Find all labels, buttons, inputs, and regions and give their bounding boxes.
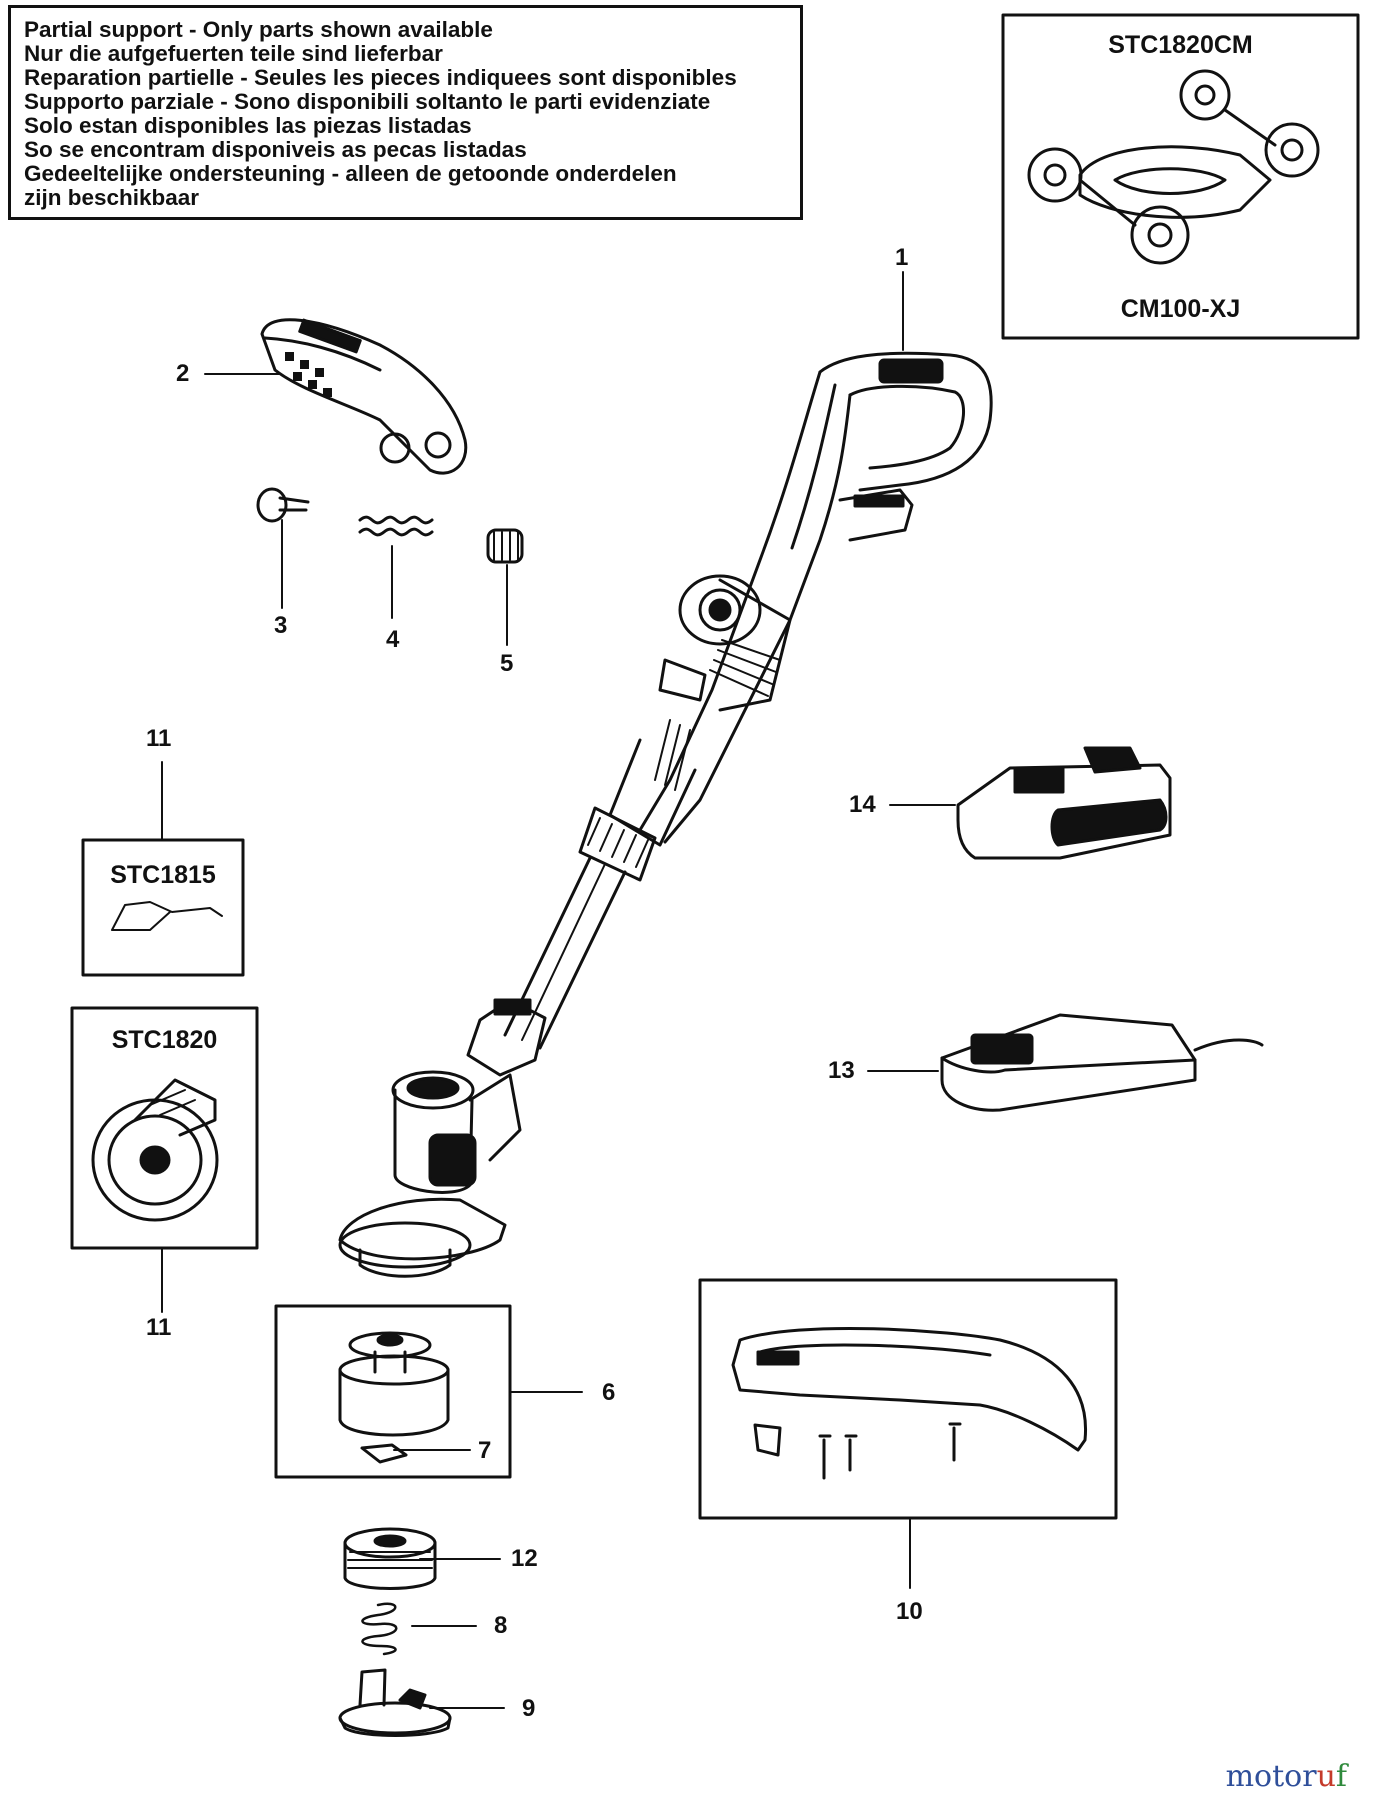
- trimmer-body-drawing: [338, 351, 993, 1278]
- mower-model-label: STC1820CM: [1108, 31, 1253, 59]
- notice-line-5: Solo estan disponibles las piezas listad…: [24, 113, 472, 138]
- notice-line-7: Gedeeltelijke ondersteuning - alleen de …: [24, 161, 677, 186]
- watermark-logo: motoruf: [1225, 1759, 1347, 1794]
- mower-accessory-box: [1001, 13, 1360, 340]
- stc1815-label: STC1815: [110, 861, 216, 889]
- callout-1: 1: [895, 244, 909, 271]
- notice-line-4: Supporto parziale - Sono disponibili sol…: [24, 89, 711, 114]
- auxiliary-handle-drawing: [260, 318, 468, 475]
- notice-line-3: Reparation partielle - Seules les pieces…: [24, 65, 737, 90]
- stc1820-box: [70, 1006, 259, 1250]
- callout-7: 7: [478, 1437, 492, 1464]
- mower-accessory-label: CM100-XJ: [1120, 295, 1241, 323]
- callout-6: 6: [602, 1379, 616, 1406]
- callout-12: 12: [511, 1545, 538, 1572]
- leader-lines: [161, 271, 956, 1709]
- spring-drawing: [361, 1602, 398, 1656]
- notice-line-2: Nur die aufgefuerten teile sind lieferba…: [24, 41, 443, 66]
- callout-10: 10: [896, 1598, 923, 1625]
- callout-4: 4: [386, 626, 400, 653]
- spool-cap-drawing: [338, 1668, 452, 1737]
- mower-accessory-drawing: [1027, 69, 1320, 265]
- charger-drawing: [940, 1013, 1264, 1112]
- callout-2: 2: [176, 360, 190, 387]
- callout-5: 5: [500, 650, 514, 677]
- battery-drawing: [956, 746, 1172, 860]
- guard-box: [698, 1278, 1118, 1520]
- stc1820-label: STC1820: [111, 1026, 218, 1054]
- stc1815-wire-drawing: [111, 901, 223, 931]
- notice-line-6: So se encontram disponiveis as pecas lis…: [24, 137, 527, 162]
- callout-3: 3: [274, 612, 288, 639]
- callout-9: 9: [522, 1695, 536, 1722]
- spool-line-drawing: [343, 1527, 437, 1590]
- small-parts-3-4-5: [256, 487, 524, 564]
- guard-drawing: [731, 1326, 1088, 1480]
- callout-11-top: 11: [146, 725, 172, 752]
- notice-line-8: zijn beschikbaar: [24, 185, 200, 210]
- callout-8: 8: [494, 1612, 508, 1639]
- callout-11-bottom: 11: [146, 1314, 172, 1341]
- stc1820-wheel-drawing: [91, 1078, 219, 1222]
- partial-support-notice: Partial support - Only parts shown avail…: [8, 5, 803, 220]
- notice-line-1: Partial support - Only parts shown avail…: [24, 17, 493, 42]
- callout-13: 13: [828, 1057, 855, 1084]
- callout-14: 14: [849, 791, 876, 818]
- spool-housing-drawing: [338, 1331, 450, 1464]
